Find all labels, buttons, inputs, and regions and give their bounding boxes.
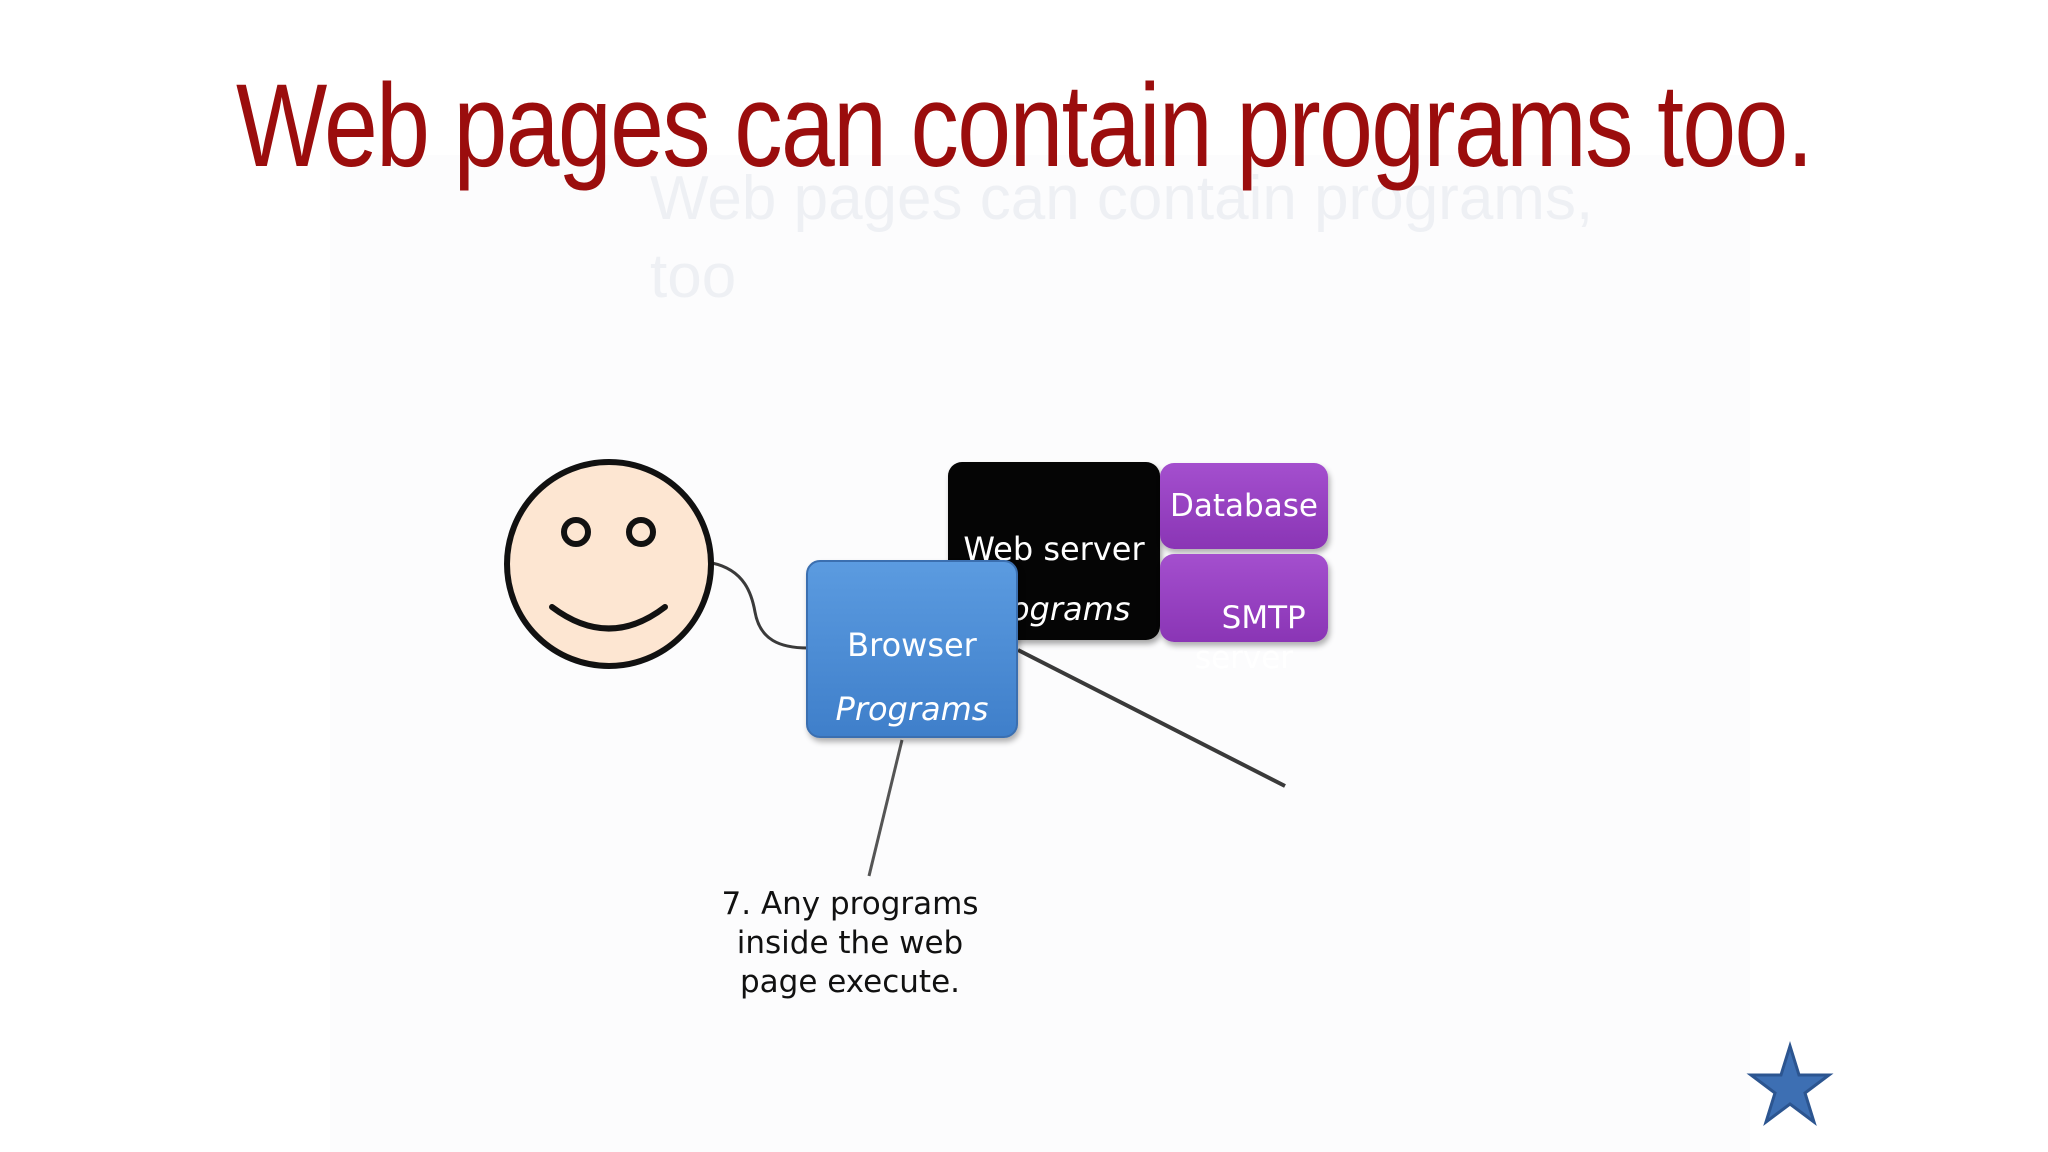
step-annotation: 7. Any programs inside the web page exec… bbox=[721, 886, 979, 1000]
star-icon[interactable] bbox=[1746, 1040, 1834, 1126]
browser-label: Browser bbox=[847, 626, 977, 664]
smiley-face-icon bbox=[504, 459, 714, 669]
database-label: Database bbox=[1170, 488, 1318, 524]
smtp-server-box: SMTP server bbox=[1160, 554, 1328, 676]
slide-title: Web pages can contain programs too. bbox=[236, 60, 1814, 192]
browser-programs-label: Programs bbox=[835, 690, 989, 728]
annotation-pointer bbox=[867, 739, 904, 877]
browser-box: Browser Programs bbox=[806, 560, 1018, 738]
browser-to-server-connector bbox=[1017, 648, 1286, 788]
faded-title: Web pages can contain programs, too bbox=[650, 164, 1594, 311]
database-box: Database bbox=[1160, 463, 1328, 549]
smtp-server-label: SMTP server bbox=[1194, 600, 1306, 676]
user-to-browser-connector bbox=[711, 561, 809, 650]
